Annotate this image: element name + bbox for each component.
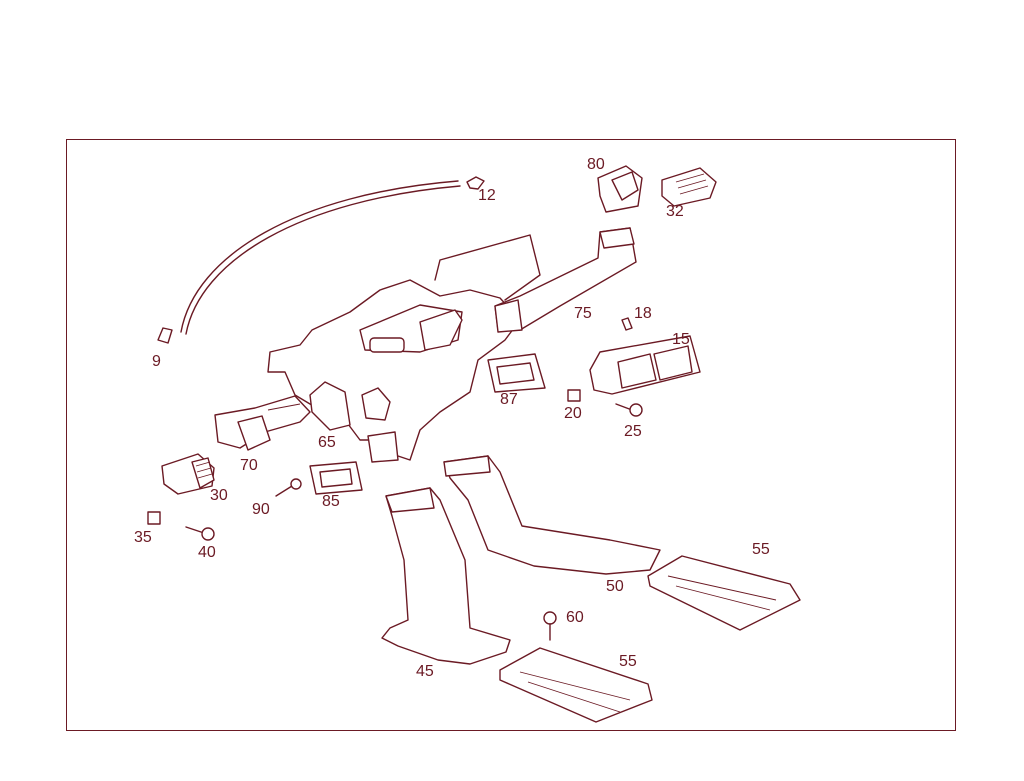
callout-15: 15	[672, 331, 690, 348]
callout-40: 40	[198, 544, 216, 561]
callout-65: 65	[318, 434, 336, 451]
callout-18: 18	[634, 305, 652, 322]
callout-75: 75	[574, 305, 592, 322]
callout-60: 60	[566, 609, 584, 626]
outlet-55b-part	[499, 647, 653, 723]
callout-12: 12	[478, 187, 496, 204]
screw-90-part	[275, 478, 302, 497]
vent-30-part	[161, 453, 215, 495]
callout-32: 32	[666, 203, 684, 220]
outlet-55a-part	[647, 555, 801, 631]
callout-85: 85	[322, 493, 340, 510]
vent-trim-87-part	[487, 353, 546, 393]
callout-9: 9	[152, 353, 161, 370]
callout-80: 80	[587, 156, 605, 173]
screw-40-part	[185, 526, 215, 541]
vent-15-part	[589, 335, 701, 395]
central-housing-part	[267, 234, 541, 463]
callout-30: 30	[210, 487, 228, 504]
callout-70: 70	[240, 457, 258, 474]
diagram-frame	[66, 139, 956, 731]
clip-18-part	[621, 317, 633, 331]
clip-35-part	[147, 511, 161, 525]
duct-70-part	[214, 395, 311, 451]
screw-25-part	[615, 403, 643, 417]
duct-75-part	[494, 227, 637, 333]
callout-35: 35	[134, 529, 152, 546]
duct-50-part	[443, 455, 661, 575]
callout-55b: 55	[619, 653, 637, 670]
vent-trim-85-part	[309, 461, 363, 495]
clip-20-part	[567, 389, 581, 402]
duct-45-part	[381, 487, 511, 665]
callout-90: 90	[252, 501, 270, 518]
callout-45: 45	[416, 663, 434, 680]
vent-80-part	[597, 165, 643, 213]
trim-strip-part	[157, 176, 485, 344]
callout-87: 87	[500, 391, 518, 408]
callout-55a: 55	[752, 541, 770, 558]
callout-25: 25	[624, 423, 642, 440]
callout-50: 50	[606, 578, 624, 595]
vent-32-part	[661, 167, 717, 207]
callout-20: 20	[564, 405, 582, 422]
screw-60-part	[543, 611, 557, 641]
